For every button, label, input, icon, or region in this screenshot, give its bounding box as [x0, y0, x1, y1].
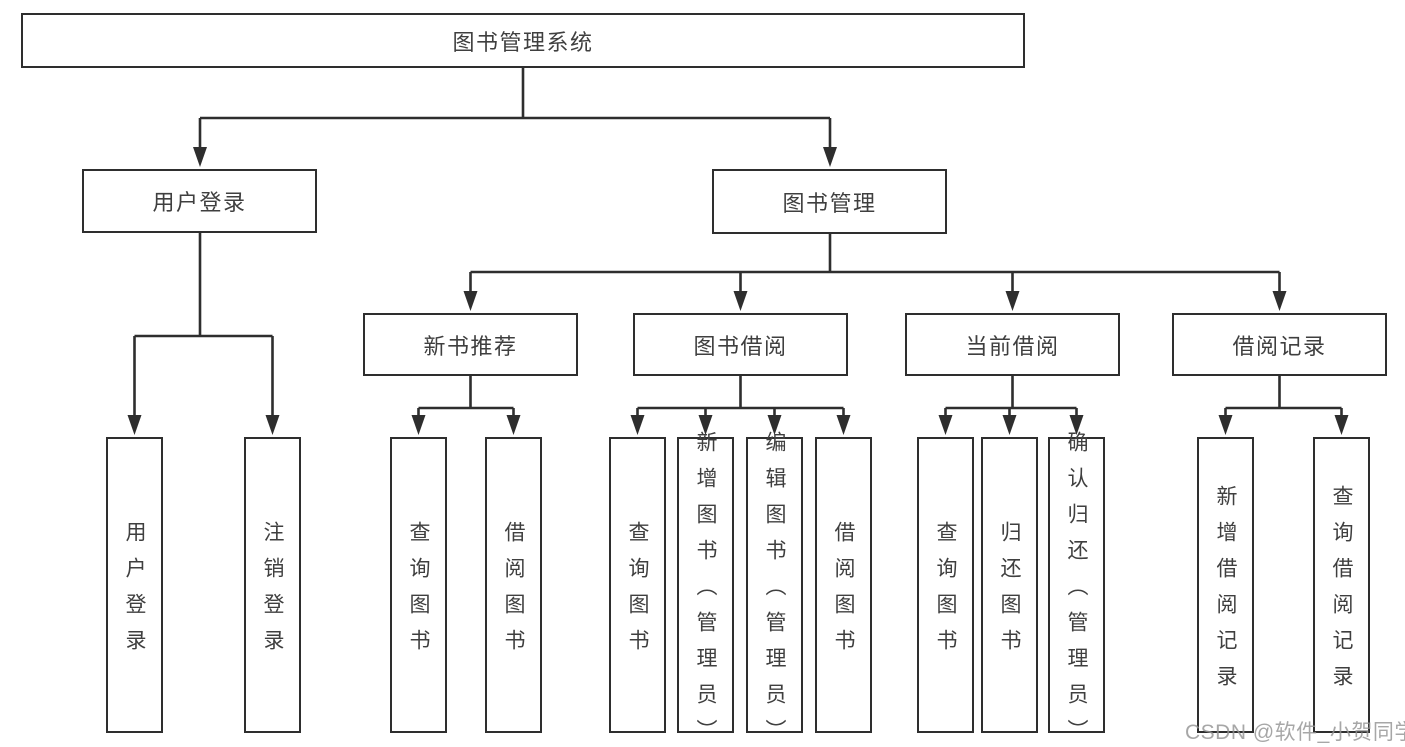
leaf-borrow-books-borrow-label: 借阅图书 — [832, 520, 855, 665]
leaf-add-book-admin: 新增图书（管理员） — [677, 431, 734, 747]
leaf-add-borrow-record-label: 新增借阅记录 — [1214, 484, 1237, 701]
node-new-book-recommend: 新书推荐 — [363, 313, 578, 376]
leaf-confirm-return-admin: 确认归还（管理员） — [1048, 431, 1105, 747]
node-user-login: 用户登录 — [82, 169, 317, 233]
node-root: 图书管理系统 — [21, 13, 1025, 68]
leaf-query-books-current: 查询图书 — [917, 437, 974, 733]
leaf-return-book: 归还图书 — [981, 437, 1038, 733]
leaf-user-login-label: 用户登录 — [123, 520, 146, 665]
connector-path — [133, 68, 1343, 419]
leaf-query-borrow-record-label: 查询借阅记录 — [1330, 484, 1353, 701]
node-book-borrow-label: 图书借阅 — [693, 333, 788, 359]
leaf-query-books-recommend: 查询图书 — [390, 437, 447, 733]
leaf-edit-book-admin: 编辑图书（管理员） — [746, 431, 803, 747]
node-book-borrow: 图书借阅 — [633, 313, 848, 376]
node-current-borrow-label: 当前借阅 — [965, 333, 1060, 359]
leaf-add-borrow-record: 新增借阅记录 — [1197, 437, 1254, 733]
leaf-edit-book-admin-label: 编辑图书（管理员） — [763, 430, 786, 747]
node-borrow-records: 借阅记录 — [1172, 313, 1387, 376]
node-user-login-label: 用户登录 — [152, 190, 247, 215]
node-root-label: 图书管理系统 — [452, 29, 594, 55]
watermark-text: CSDN @软件_小贺同学 — [1185, 721, 1405, 744]
leaf-borrow-books-borrow: 借阅图书 — [815, 437, 872, 733]
node-new-book-recommend-label: 新书推荐 — [423, 333, 518, 359]
leaf-query-books-recommend-label: 查询图书 — [407, 520, 430, 665]
leaf-query-borrow-record: 查询借阅记录 — [1313, 437, 1370, 733]
leaf-query-books-current-label: 查询图书 — [934, 520, 957, 665]
leaf-borrow-books-recommend-label: 借阅图书 — [502, 520, 525, 665]
leaf-return-book-label: 归还图书 — [998, 520, 1021, 665]
arrowheads — [127, 147, 1349, 435]
leaf-add-book-admin-label: 新增图书（管理员） — [694, 430, 717, 747]
leaf-confirm-return-admin-label: 确认归还（管理员） — [1065, 430, 1088, 747]
node-book-management: 图书管理 — [712, 169, 947, 234]
leaf-query-books-borrow-label: 查询图书 — [626, 520, 649, 665]
leaf-logout: 注销登录 — [244, 437, 301, 733]
leaf-query-books-borrow: 查询图书 — [609, 437, 666, 733]
node-current-borrow: 当前借阅 — [905, 313, 1120, 376]
leaf-logout-label: 注销登录 — [261, 520, 284, 665]
leaf-user-login: 用户登录 — [106, 437, 163, 733]
node-borrow-records-label: 借阅记录 — [1232, 333, 1327, 359]
leaf-borrow-books-recommend: 借阅图书 — [485, 437, 542, 733]
node-book-management-label: 图书管理 — [782, 190, 877, 216]
